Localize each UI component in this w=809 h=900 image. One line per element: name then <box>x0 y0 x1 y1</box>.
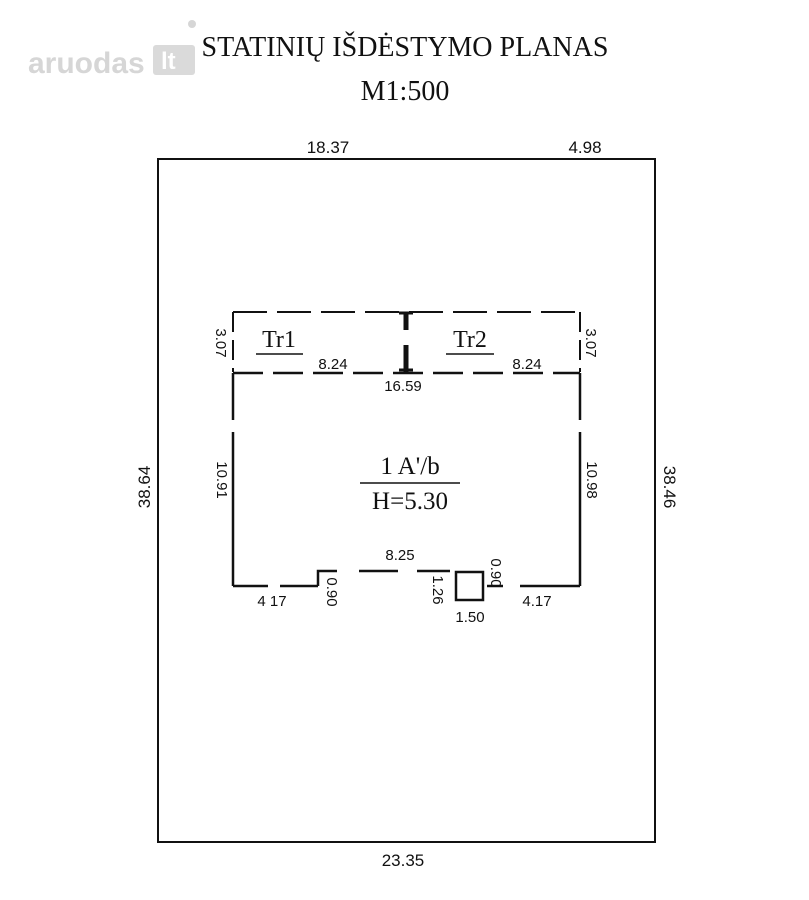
terrace-divider <box>399 311 413 372</box>
terrace-label-tr1: Tr1 <box>262 327 296 353</box>
building-notch-left-depth: 0.90 <box>323 577 340 606</box>
building-notch-right-depth: 0.90 <box>487 558 504 587</box>
building-outline <box>231 371 582 588</box>
terrace-left-height: 3.07 <box>212 328 229 357</box>
plan-title: STATINIŲ IŠDĖSTYMO PLANAS <box>202 32 609 63</box>
building-total-width: 16.59 <box>384 378 422 395</box>
building-square-width: 1.50 <box>455 609 484 626</box>
watermark-badge <box>153 45 195 75</box>
building-type-label: 1 A'/b <box>380 453 439 480</box>
building-square-element <box>454 570 485 602</box>
terrace-right-height: 3.07 <box>582 328 599 357</box>
building-height-label: H=5.30 <box>372 488 448 515</box>
terrace-label-tr2: Tr2 <box>453 327 487 353</box>
watermark-suffix-text: lt <box>161 48 176 75</box>
building-bottom-left-width: 4 17 <box>257 593 286 610</box>
terrace-tr1-width: 8.24 <box>318 356 347 373</box>
building-left-height: 10.91 <box>213 461 230 499</box>
plot-bottom-dimension: 23.35 <box>382 851 425 870</box>
plot-right-dimension: 38.46 <box>660 466 679 509</box>
building-bottom-right-width: 4.17 <box>522 593 551 610</box>
plan-scale: M1:500 <box>361 76 450 107</box>
watermark-brand-text: aruodas <box>28 47 145 80</box>
building-notch-middle-depth: 1.26 <box>429 575 446 604</box>
terrace-outline <box>232 311 581 372</box>
building-bottom-middle-width: 8.25 <box>385 547 414 564</box>
plot-boundary <box>157 158 656 843</box>
plot-left-dimension: 38.64 <box>135 466 154 509</box>
watermark-logo: aruodas lt <box>28 20 196 80</box>
plot-top-left-dimension: 18.37 <box>307 138 350 157</box>
building-right-height: 10.98 <box>583 461 600 499</box>
watermark-dot-icon <box>188 20 196 28</box>
plot-top-right-dimension: 4.98 <box>568 138 601 157</box>
terrace-tr2-width: 8.24 <box>512 356 541 373</box>
